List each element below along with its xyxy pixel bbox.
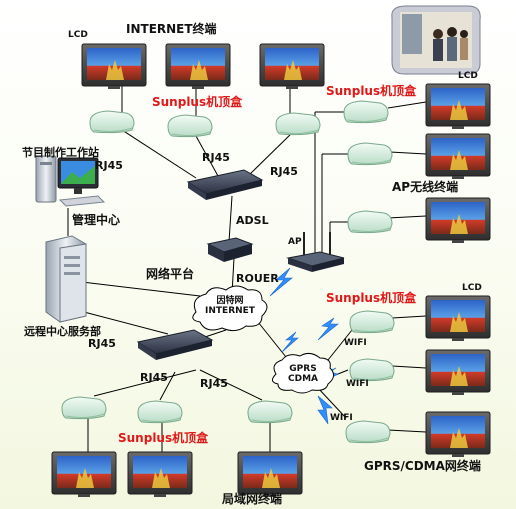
sunplus-stb-label: Sunplus机顶盒 — [326, 84, 417, 98]
server-tower — [45, 235, 87, 323]
lcd-label: LCD — [462, 283, 482, 293]
set-top-box — [61, 396, 107, 420]
network-platform-label: 网络平台 — [146, 267, 195, 281]
internet-cloud-label: 因特网 INTERNET — [205, 296, 255, 317]
set-top-box — [349, 358, 395, 382]
photo-inset — [391, 5, 481, 75]
internet-cloud — [192, 285, 268, 332]
lcd-monitor — [425, 133, 491, 180]
internet-terminal-label: INTERNET终端 — [126, 22, 217, 36]
lcd-monitor — [51, 451, 117, 498]
rj45-label: RJ45 — [140, 371, 168, 384]
lcd-monitor — [425, 295, 491, 342]
set-top-box — [345, 420, 391, 444]
rj45-label: RJ45 — [270, 165, 298, 178]
connection-lines — [67, 84, 427, 452]
rj45-label: RJ45 — [200, 377, 228, 390]
workstation-computer — [35, 155, 106, 207]
top-switch — [187, 169, 263, 201]
sunplus-stb-label: Sunplus机顶盒 — [152, 95, 243, 109]
wifi-label: WIFI — [344, 338, 367, 348]
set-top-box — [167, 114, 213, 138]
wifi-label: WIFI — [346, 379, 369, 389]
sunplus-stb-label: Sunplus机顶盒 — [326, 291, 417, 305]
set-top-box — [89, 110, 135, 134]
set-top-box — [247, 400, 293, 424]
ap-wireless-terminal-label: AP无线终端 — [392, 180, 459, 194]
set-top-box — [343, 100, 389, 124]
lan-terminal-label: 局域网终端 — [222, 492, 283, 506]
rj45-label: RJ45 — [202, 151, 230, 164]
router-label: ROUER — [236, 272, 279, 285]
rj45-label: RJ45 — [88, 337, 116, 350]
lcd-label: LCD — [458, 71, 478, 81]
lcd-monitor — [425, 197, 491, 244]
gprs-cloud-label: GPRS CDMA — [288, 364, 318, 385]
bottom-switch — [137, 329, 213, 361]
lcd-monitor — [425, 411, 491, 458]
rj45-label: RJ45 — [95, 159, 123, 172]
lcd-monitor — [259, 43, 325, 90]
gprs-cdma-cloud — [272, 352, 334, 394]
wireless-link-bolts — [269, 267, 339, 425]
gprs-cdma-terminal-label: GPRS/CDMA网终端 — [364, 459, 481, 473]
sunplus-stb-label: Sunplus机顶盒 — [118, 431, 209, 445]
lcd-monitor — [237, 451, 303, 498]
set-top-box — [349, 310, 395, 334]
adsl-modem — [206, 237, 254, 262]
lcd-label: LCD — [68, 30, 88, 40]
set-top-box — [347, 142, 393, 166]
workstation-label: 节目制作工作站 — [22, 146, 99, 159]
lcd-monitor — [165, 43, 231, 90]
set-top-box — [137, 400, 183, 424]
lcd-monitor — [81, 43, 147, 90]
adsl-label: ADSL — [236, 214, 269, 227]
remote-service-label: 远程中心服务部 — [24, 325, 101, 338]
lcd-monitor — [127, 451, 193, 498]
ap-device — [286, 232, 345, 272]
lcd-monitor — [425, 83, 491, 130]
wifi-label: WIFI — [330, 413, 353, 423]
management-center-label: 管理中心 — [72, 213, 121, 227]
ap-label: AP — [288, 237, 302, 247]
set-top-box — [347, 210, 393, 234]
lcd-monitor — [425, 349, 491, 396]
set-top-box — [275, 112, 321, 136]
